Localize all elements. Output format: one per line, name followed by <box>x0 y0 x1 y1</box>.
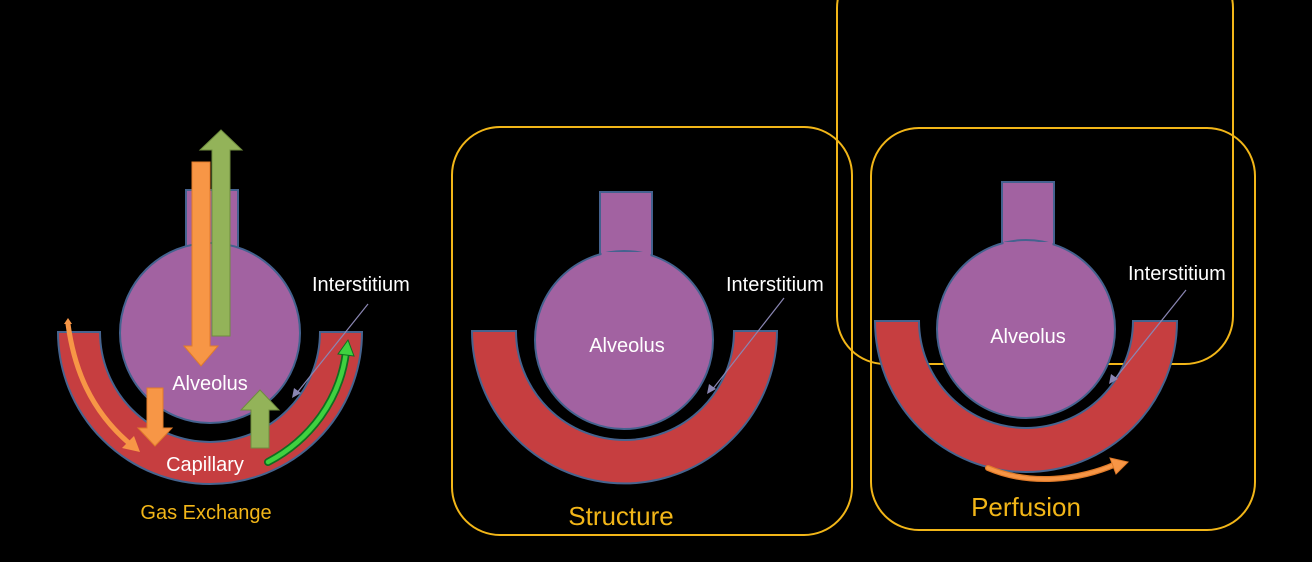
alveolus-sac <box>534 250 714 430</box>
capillary-arc <box>470 330 779 485</box>
perfusion-frame <box>870 127 1256 531</box>
capillary-arc <box>873 320 1179 473</box>
interstitium-pointer <box>295 303 369 395</box>
alveolus-label: Alveolus <box>589 335 665 357</box>
blood-outflow-arrow <box>265 349 349 465</box>
blood-inflow-arrow <box>65 321 133 447</box>
alveolus-label: Alveolus <box>172 373 248 395</box>
gas-exchange-caption: Gas Exchange <box>140 502 271 524</box>
co2-outflow-arrow <box>198 129 244 337</box>
structure-frame <box>451 126 853 536</box>
interstitium-pointer <box>711 297 785 391</box>
gas-exchange-panel: Interstitium Alveolus Capillary Gas Exch… <box>56 129 410 524</box>
structure-caption: Structure <box>568 501 674 531</box>
oxygen-inflow-arrow <box>182 161 220 367</box>
interstitium-pointer <box>1113 289 1187 381</box>
interstitium-label: Interstitium <box>1128 263 1226 285</box>
alveolus-sac <box>936 239 1116 419</box>
interstitium-label: Interstitium <box>312 274 410 296</box>
perfusion-caption: Perfusion <box>971 492 1081 522</box>
interstitium-label: Interstitium <box>726 274 824 296</box>
alveolus-label: Alveolus <box>990 326 1066 348</box>
co2-diffusion-arrow <box>239 389 281 449</box>
capillary-label: Capillary <box>166 454 244 476</box>
oxygen-diffusion-arrow <box>136 387 174 447</box>
structure-panel: Interstitium Alveolus Structure <box>451 126 853 536</box>
perfusion-panel: Interstitium Alveolus Perfusion <box>836 0 1256 531</box>
